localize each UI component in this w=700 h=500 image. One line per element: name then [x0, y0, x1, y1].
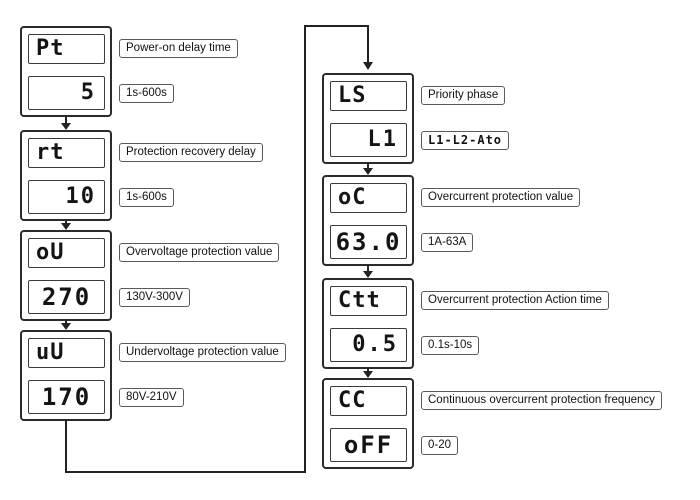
lcd-code-text: oC	[338, 185, 367, 210]
lcd-code-display: rt	[28, 138, 105, 168]
lcd-value-display: 0.5	[330, 328, 407, 362]
param-block-pt: Pt 5 Power-on delay time 1s-600s	[20, 26, 238, 117]
lcd-value-display: 10	[28, 180, 105, 214]
flow-arrow-icon	[363, 163, 373, 175]
desc-label: Continuous overcurrent protection freque…	[421, 391, 662, 410]
lcd-code-display: oU	[28, 238, 105, 268]
param-block-ou: oU 270 Overvoltage protection value 130V…	[20, 230, 280, 321]
range-label: 0.1s-10s	[421, 336, 480, 355]
lcd-value-display: 5	[28, 76, 105, 110]
lcd-value-text: 5	[80, 80, 96, 105]
lcd-value-text: 0.5	[352, 332, 398, 357]
lcd-value-text: 270	[41, 283, 92, 311]
lcd-code-display: uU	[28, 338, 105, 368]
range-label: 80V-210V	[119, 388, 184, 407]
lcd-value-text: 63.0	[335, 228, 402, 256]
lcd-value-text: 170	[41, 383, 92, 411]
desc-label: Overcurrent protection Action time	[421, 291, 609, 310]
lcd-value-display: 63.0	[330, 225, 407, 259]
lcd-code-text: oU	[36, 240, 65, 265]
lcd-code-text: CC	[338, 388, 367, 413]
flow-arrow-icon	[61, 220, 71, 230]
connector-line-segment	[65, 420, 67, 473]
lcd-value-text: L1	[367, 127, 398, 152]
connector-line-segment	[304, 25, 306, 473]
lcd-value-display: 270	[28, 280, 105, 314]
flow-arrow-icon	[61, 117, 71, 130]
lcd-value-text: 10	[65, 184, 96, 209]
connector-line-segment	[65, 471, 306, 473]
desc-label: Overcurrent protection value	[421, 188, 581, 207]
param-block-oc: oC 63.0 Overcurrent protection value 1A-…	[322, 175, 581, 266]
connector-line-segment	[367, 25, 369, 63]
param-block-ctt: Ctt 0.5 Overcurrent protection Action ti…	[322, 278, 609, 369]
desc-label: Protection recovery delay	[119, 143, 263, 162]
lcd-code-display: Ctt	[330, 286, 407, 316]
lcd-code-text: Pt	[36, 36, 65, 61]
param-block-uu: uU 170 Undervoltage protection value 80V…	[20, 330, 286, 421]
flow-arrow-icon	[61, 320, 71, 330]
param-block-ls: LS L1 Priority phase L1-L2-Ato	[322, 73, 510, 164]
range-label: 130V-300V	[119, 288, 190, 307]
lcd-code-display: LS	[330, 81, 407, 111]
range-label: L1-L2-Ato	[421, 131, 510, 151]
lcd-code-text: rt	[36, 140, 65, 165]
connector-arrowhead-icon	[363, 62, 373, 70]
lcd-code-text: Ctt	[338, 288, 381, 313]
desc-label: Overvoltage protection value	[119, 243, 280, 262]
desc-label: Undervoltage protection value	[119, 343, 286, 362]
lcd-code-display: Pt	[28, 34, 105, 64]
param-block-rt: rt 10 Protection recovery delay 1s-600s	[20, 130, 263, 221]
range-label: 1s-600s	[119, 188, 174, 207]
lcd-code-text: LS	[338, 83, 367, 108]
lcd-code-display: oC	[330, 183, 407, 213]
desc-label: Priority phase	[421, 86, 506, 105]
lcd-value-display: L1	[330, 123, 407, 157]
lcd-value-text: oFF	[343, 431, 394, 459]
lcd-code-text: uU	[36, 340, 65, 365]
flow-arrow-icon	[363, 368, 373, 378]
range-label: 1A-63A	[421, 233, 474, 252]
desc-label: Power-on delay time	[119, 39, 238, 58]
lcd-code-display: CC	[330, 386, 407, 416]
flow-arrow-icon	[363, 265, 373, 278]
lcd-value-display: 170	[28, 380, 105, 414]
range-label: 1s-600s	[119, 84, 174, 103]
range-label: 0-20	[421, 436, 459, 455]
lcd-value-display: oFF	[330, 428, 407, 462]
param-block-cc: CC oFF Continuous overcurrent protection…	[322, 378, 662, 469]
connector-line-segment	[304, 25, 369, 27]
